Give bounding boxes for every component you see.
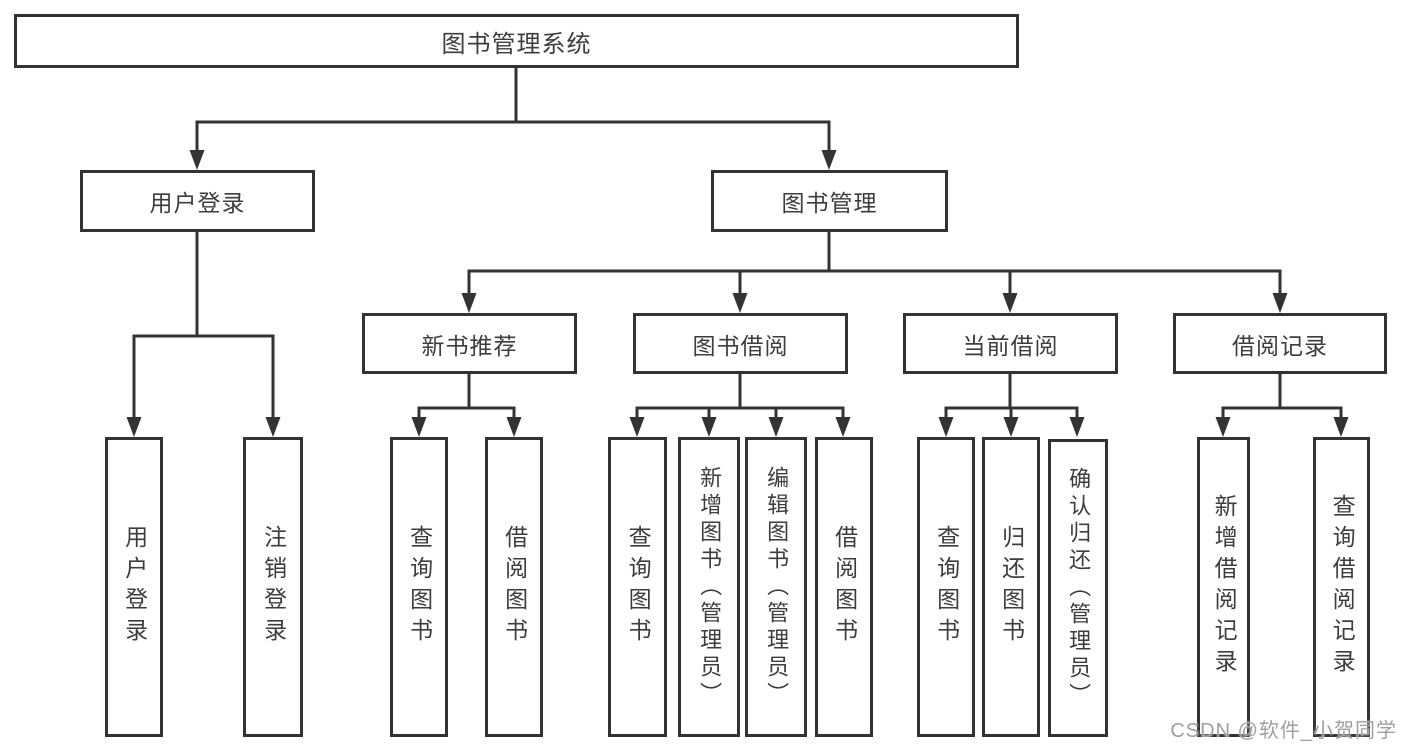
connector-book-borrow-to-leaves bbox=[629, 372, 851, 437]
leaf-borrow-book-recommend-label: 借阅图书 bbox=[501, 525, 528, 649]
leaf-query-book-recommend-label: 查询图书 bbox=[406, 525, 433, 649]
leaf-query-borrow-record: 查询借阅记录 bbox=[1313, 437, 1370, 737]
connector-user-login-to-leaves bbox=[126, 230, 281, 437]
leaf-user-login-label: 用户登录 bbox=[121, 525, 148, 649]
leaf-borrow-book: 借阅图书 bbox=[815, 437, 873, 737]
leaf-user-login: 用户登录 bbox=[105, 437, 163, 737]
leaf-confirm-return-admin-label: 确认归还（管理员） bbox=[1066, 466, 1092, 710]
leaf-query-book-current-label: 查询图书 bbox=[933, 525, 960, 649]
leaf-query-book-borrow: 查询图书 bbox=[608, 437, 667, 737]
node-user-login-branch: 用户登录 bbox=[80, 170, 315, 232]
node-borrow-record: 借阅记录 bbox=[1173, 313, 1387, 374]
leaf-confirm-return-admin: 确认归还（管理员） bbox=[1048, 439, 1108, 737]
leaf-logout: 注销登录 bbox=[243, 437, 303, 737]
node-book-borrow: 图书借阅 bbox=[633, 313, 848, 374]
connector-book-management-to-modules bbox=[461, 230, 1288, 313]
leaf-add-borrow-record-label: 新增借阅记录 bbox=[1211, 494, 1238, 680]
node-current-borrow: 当前借阅 bbox=[903, 313, 1118, 374]
leaf-query-book-current: 查询图书 bbox=[917, 437, 975, 737]
leaf-add-borrow-record: 新增借阅记录 bbox=[1197, 437, 1250, 737]
node-new-book-recommend: 新书推荐 bbox=[362, 313, 577, 374]
leaf-query-book-borrow-label: 查询图书 bbox=[625, 525, 652, 649]
node-root: 图书管理系统 bbox=[14, 14, 1019, 68]
connector-current-borrow-to-leaves bbox=[938, 372, 1085, 437]
leaf-query-borrow-record-label: 查询借阅记录 bbox=[1329, 494, 1356, 680]
leaf-add-book-admin-label: 新增图书（管理员） bbox=[697, 465, 723, 709]
leaf-borrow-book-label: 借阅图书 bbox=[831, 525, 858, 649]
leaf-logout-label: 注销登录 bbox=[260, 525, 287, 649]
leaf-return-book-label: 归还图书 bbox=[998, 525, 1025, 649]
leaf-edit-book-admin: 编辑图书（管理员） bbox=[745, 437, 807, 737]
leaf-return-book: 归还图书 bbox=[982, 437, 1040, 737]
leaf-edit-book-admin-label: 编辑图书（管理员） bbox=[764, 465, 790, 709]
connector-root-to-level1 bbox=[189, 66, 837, 170]
connector-borrow-record-to-leaves bbox=[1215, 372, 1349, 437]
leaf-borrow-book-recommend: 借阅图书 bbox=[485, 437, 543, 737]
leaf-query-book-recommend: 查询图书 bbox=[390, 437, 448, 737]
connector-new-book-recommend-to-leaves bbox=[411, 372, 522, 437]
node-book-management: 图书管理 bbox=[711, 170, 948, 232]
leaf-add-book-admin: 新增图书（管理员） bbox=[678, 437, 740, 737]
